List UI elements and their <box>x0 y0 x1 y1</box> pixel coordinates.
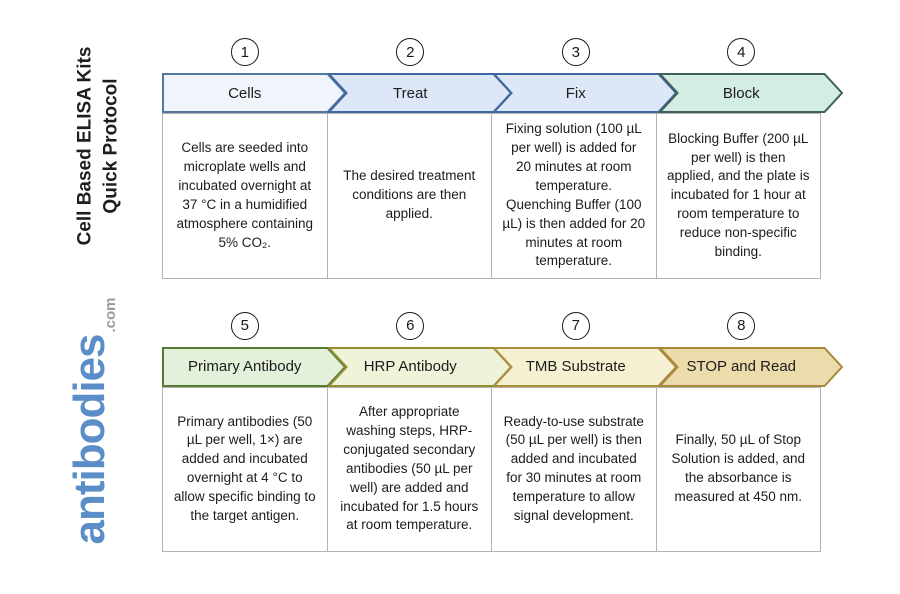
step-1-description-box: Cells are seeded into microplate wells a… <box>162 113 328 279</box>
step-5-number-badge: 5 <box>230 311 259 340</box>
step-1-label: Cells <box>228 84 262 102</box>
page-title-line2: Quick Protocol <box>100 78 121 214</box>
brand-logo-wordmark: antibodies <box>65 334 114 545</box>
step-4-description: Blocking Buffer (200 µL per well) is the… <box>666 130 810 259</box>
page-title: Cell Based ELISA Kits Quick Protocol <box>72 47 123 246</box>
step-4-number-badge: 4 <box>727 38 756 66</box>
protocol-row-1: 1 2 3 4 Cells Treat <box>162 38 862 279</box>
step-8-description: Finally, 50 µL of Stop Solution is added… <box>671 432 806 505</box>
step-6-description-box: After appropriate washing steps, HRP-con… <box>326 386 492 552</box>
step-4-description-box: Blocking Buffer (200 µL per well) is the… <box>655 113 821 279</box>
brand-logo-tld: .com <box>102 297 119 333</box>
step-3-label: Fix <box>565 84 586 102</box>
arrow-shape <box>658 346 843 387</box>
step-8-number-badge: 8 <box>727 311 756 340</box>
step-5-description: Primary antibodies (50 µL per well, 1×) … <box>173 413 316 524</box>
arrow-band-row-2: Primary Antibody HRP Antibody TMB Substr… <box>162 346 862 387</box>
step-5-description-box: Primary antibodies (50 µL per well, 1×) … <box>162 386 328 552</box>
step-3-number-badge: 3 <box>561 38 590 66</box>
step-2-description: The desired treatment conditions are the… <box>343 168 476 222</box>
step-8-arrow: STOP and Read <box>658 346 843 387</box>
step-7-label: TMB Substrate <box>525 358 626 375</box>
step-5-arrow: Primary Antibody <box>162 346 346 387</box>
step-7-number-badge: 7 <box>561 311 590 340</box>
step-6-description: After appropriate washing steps, HRP-con… <box>340 404 479 533</box>
brand-logo: antibodies.com <box>65 297 119 544</box>
description-row-1: Cells are seeded into microplate wells a… <box>162 113 826 279</box>
step-3-arrow: Fix <box>493 73 677 113</box>
step-8-label: STOP and Read <box>686 358 797 375</box>
step-7-description: Ready-to-use substrate (50 µL per well) … <box>503 413 644 524</box>
step-4-label: Block <box>722 84 760 102</box>
step-8-description-box: Finally, 50 µL of Stop Solution is added… <box>655 386 821 552</box>
step-7-description-box: Ready-to-use substrate (50 µL per well) … <box>491 386 657 552</box>
step-2-arrow: Treat <box>327 73 512 113</box>
arrow-band-row-1: Cells Treat Fix <box>162 73 862 113</box>
step-3-description: Fixing solution (100 µL per well) is add… <box>502 121 646 269</box>
step-3-description-box: Fixing solution (100 µL per well) is add… <box>491 113 657 279</box>
step-2-label: Treat <box>393 84 428 102</box>
step-2-description-box: The desired treatment conditions are the… <box>326 113 492 279</box>
step-5-label: Primary Antibody <box>188 358 302 375</box>
step-number-row-1: 1 2 3 4 <box>162 38 824 66</box>
arrow-shape <box>658 73 843 113</box>
step-4-arrow: Block <box>658 73 843 113</box>
protocol-row-2: 5 6 7 8 Primary Antibody HRP Antibody <box>162 311 862 552</box>
step-number-row-2: 5 6 7 8 <box>162 311 824 340</box>
step-7-arrow: TMB Substrate <box>493 346 677 387</box>
step-1-number-badge: 1 <box>230 38 259 66</box>
page-title-line1: Cell Based ELISA Kits <box>74 46 96 246</box>
step-2-number-badge: 2 <box>396 38 425 66</box>
step-1-description: Cells are seeded into microplate wells a… <box>176 140 314 250</box>
protocol-flow: 1 2 3 4 Cells Treat <box>162 38 862 552</box>
description-row-2: Primary antibodies (50 µL per well, 1×) … <box>162 386 826 552</box>
step-6-label: HRP Antibody <box>363 358 457 375</box>
step-6-arrow: HRP Antibody <box>327 346 512 387</box>
step-6-number-badge: 6 <box>396 311 425 340</box>
step-1-arrow: Cells <box>162 73 346 113</box>
